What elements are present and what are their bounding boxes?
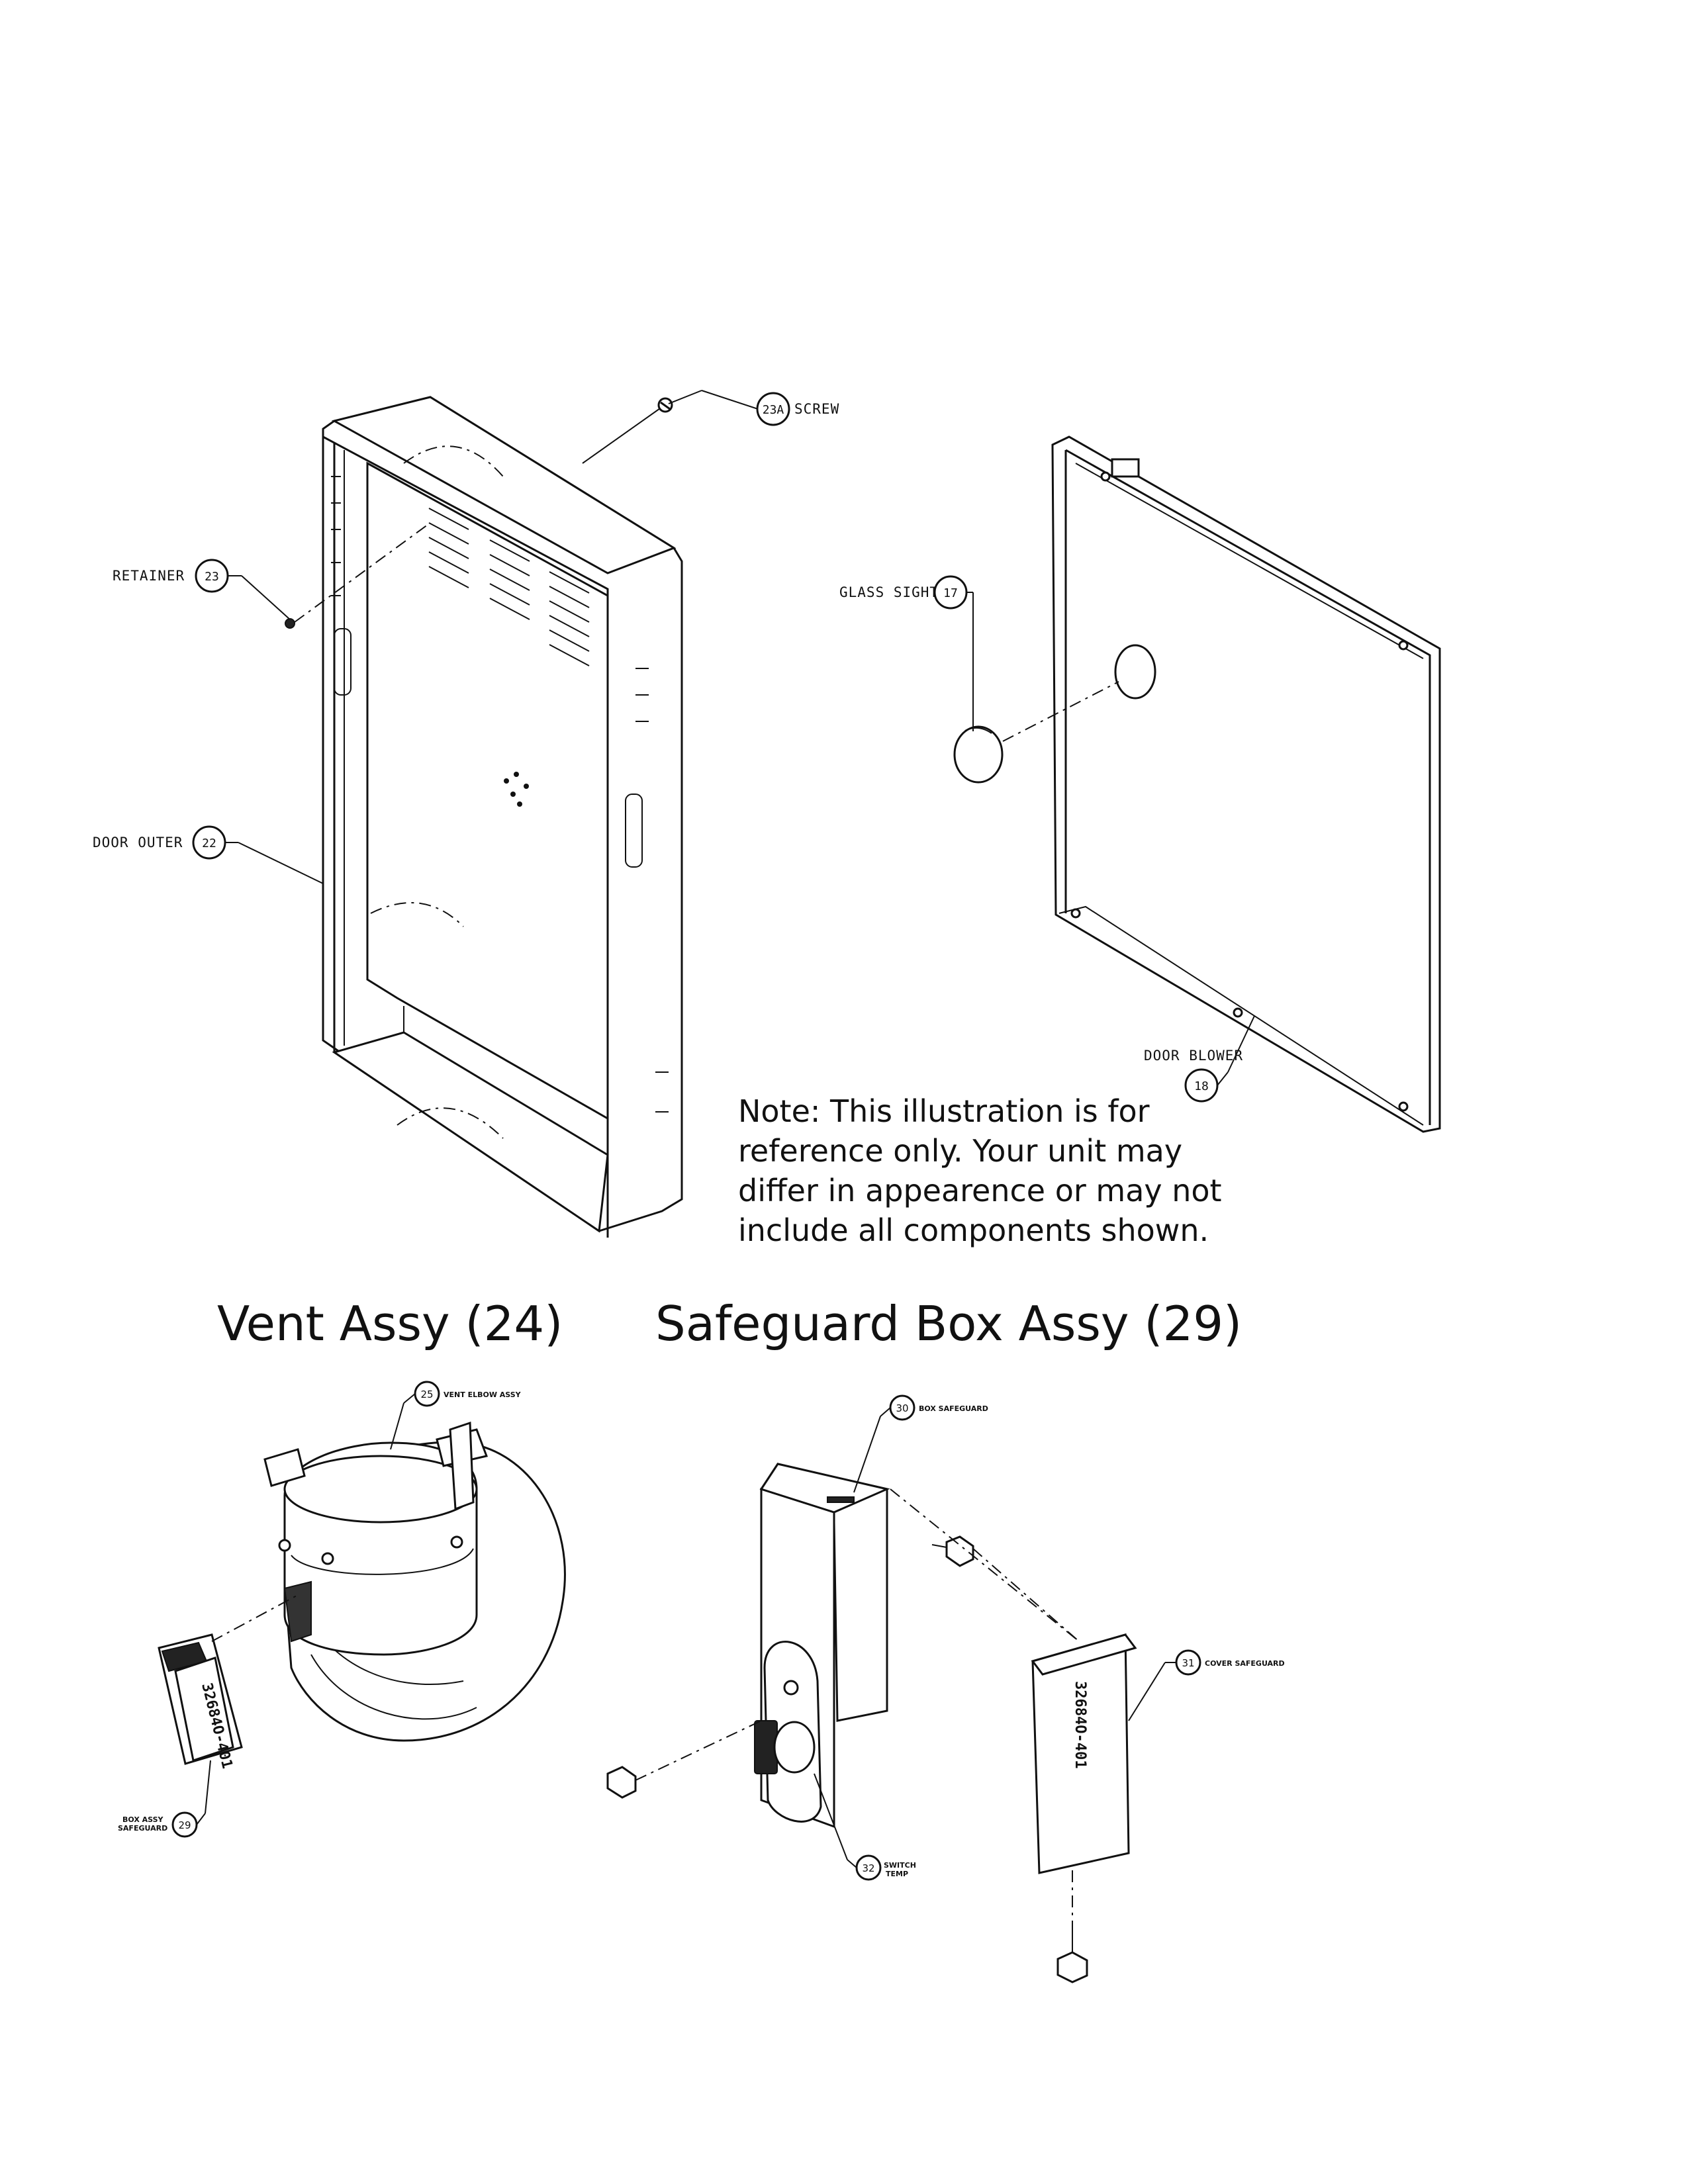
handle-right — [625, 794, 643, 868]
callout-box-assy-label1: BOX ASSY — [122, 1815, 164, 1824]
door-outer-drawing — [322, 396, 683, 1238]
callout-retainer-number: 23 — [205, 570, 219, 584]
callout-screw: 23A SCREW — [668, 390, 839, 426]
door-blower-drawing — [1051, 435, 1441, 1133]
callout-screw-number: 23A — [763, 403, 784, 417]
callout-cover-safeguard-number: 31 — [1182, 1657, 1194, 1669]
note-line-2: reference only. Your unit may — [738, 1133, 1182, 1169]
note-line-4: include all components shown. — [738, 1212, 1209, 1248]
callout-box-assy-safeguard: BOX ASSY SAFEGUARD 29 — [118, 1760, 211, 1838]
callout-door-blower: DOOR BLOWER 18 — [1144, 1015, 1255, 1103]
note-line-1: Note: This illustration is for — [738, 1093, 1150, 1129]
callout-vent-elbow-label: VENT ELBOW ASSY — [444, 1390, 522, 1399]
heading-vent-assy: Vent Assy (24) — [217, 1296, 563, 1351]
bolt-upper — [931, 1535, 1080, 1642]
callout-switch-temp: 32 SWITCH TEMP — [814, 1773, 916, 1881]
bolt-bottom — [1056, 1853, 1088, 1983]
box-safeguard-drawing — [754, 1463, 890, 1829]
screw-23a-drawing — [582, 397, 673, 464]
box-assy-safeguard-part: 32684O-401 — [158, 1594, 299, 1770]
callout-screw-label: SCREW — [794, 401, 839, 417]
callout-box-safeguard-number: 30 — [896, 1402, 908, 1414]
callout-glass-sight: GLASS SIGHT 17 — [839, 575, 974, 731]
callout-vent-elbow-assy: 25 VENT ELBOW ASSY — [390, 1381, 522, 1450]
reference-note: Note: This illustration is for reference… — [738, 1093, 1222, 1248]
callout-door-outer-label: DOOR OUTER — [93, 835, 183, 850]
callout-vent-elbow-number: 25 — [420, 1388, 433, 1400]
cover-part-marking: 32684O-401 — [1072, 1681, 1088, 1768]
callout-switch-temp-number: 32 — [862, 1862, 874, 1874]
heading-safeguard-box-assy: Safeguard Box Assy (29) — [655, 1296, 1242, 1351]
callout-retainer: RETAINER 23 — [113, 559, 291, 620]
retainer-23-part — [285, 618, 295, 629]
callout-door-outer-number: 22 — [202, 837, 216, 850]
center-dots — [504, 772, 529, 807]
handle-left — [334, 628, 352, 696]
callout-cover-safeguard: 31 COVER SAFEGUARD — [1128, 1649, 1285, 1721]
callout-box-safeguard: 30 BOX SAFEGUARD — [853, 1394, 988, 1493]
bolt-lower-left — [606, 1720, 762, 1799]
glass-sight-part — [953, 681, 1119, 784]
note-line-3: differ in appearence or may not — [738, 1173, 1222, 1208]
callout-box-safeguard-label: BOX SAFEGUARD — [919, 1404, 988, 1413]
callout-glass-sight-number: 17 — [943, 586, 958, 600]
callout-switch-temp-label2: TEMP — [886, 1870, 908, 1878]
cover-safeguard-drawing: 32684O-401 — [1031, 1633, 1137, 1874]
callout-cover-safeguard-label: COVER SAFEGUARD — [1205, 1659, 1285, 1668]
vent-elbow-drawing — [263, 1421, 566, 1742]
callout-door-blower-number: 18 — [1194, 1079, 1209, 1093]
callout-door-outer: DOOR OUTER 22 — [93, 825, 324, 884]
callout-box-assy-number: 29 — [178, 1819, 191, 1831]
callout-door-blower-label: DOOR BLOWER — [1144, 1048, 1243, 1064]
callout-switch-temp-label1: SWITCH — [884, 1861, 916, 1870]
louvers — [428, 508, 590, 666]
callout-box-assy-label2: SAFEGUARD — [118, 1824, 167, 1833]
callout-glass-sight-label: GLASS SIGHT — [839, 584, 939, 600]
callout-retainer-label: RETAINER — [113, 568, 185, 584]
